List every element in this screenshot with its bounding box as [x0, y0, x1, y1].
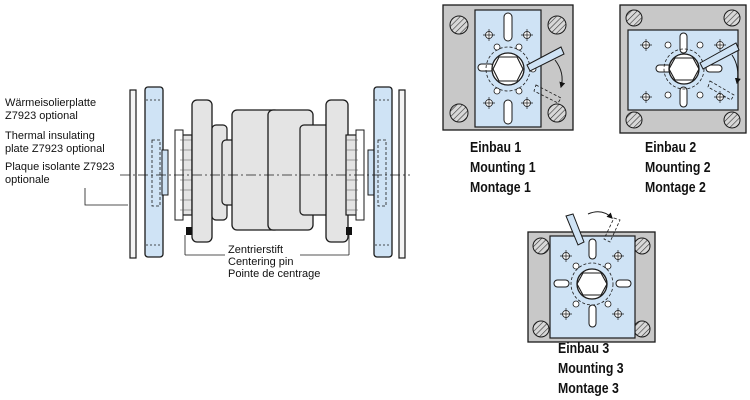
side-view-assembly — [84, 86, 410, 259]
centering-pin-label-de: Zentrierstift — [228, 244, 284, 256]
mounting-1-view — [442, 4, 574, 131]
right-clamping-plate — [373, 86, 393, 258]
centering-pin-left — [186, 227, 192, 235]
insulating-plate-label-en-2: plate Z7923 optional — [5, 143, 105, 155]
left-mold-half — [191, 99, 213, 243]
centering-pin-label-en: Centering pin — [228, 256, 294, 268]
mounting-2-label-de: Einbau 2 — [645, 139, 697, 156]
mounting-2-label-en: Mounting 2 — [645, 159, 711, 176]
insulating-plate-label-fr: Plaque isolante Z7923 — [5, 161, 115, 173]
mounting-3-label-fr: Montage 3 — [558, 380, 619, 397]
centering-pin-label-fr: Pointe de centrage — [228, 268, 321, 280]
left-insulating-plate — [129, 89, 137, 259]
right-insulating-plate — [398, 89, 406, 259]
mounting-3-label-de: Einbau 3 — [558, 340, 610, 357]
mounting-1-label-fr: Montage 1 — [470, 179, 531, 196]
centering-pin-right — [346, 227, 352, 235]
mounting-3-label-en: Mounting 3 — [558, 360, 624, 377]
insulating-plate-label-fr-2: optionale — [5, 174, 50, 186]
mounting-2-view — [619, 4, 747, 134]
insulating-plate-label-en: Thermal insulating — [5, 130, 95, 142]
mounting-2-label-fr: Montage 2 — [645, 179, 706, 196]
right-mold-half — [325, 99, 349, 243]
mounting-3-view — [527, 211, 656, 343]
mounting-1-label-en: Mounting 1 — [470, 159, 536, 176]
insulating-plate-label-de: Wärmeisolierplatte — [5, 97, 97, 109]
mounting-1-label-de: Einbau 1 — [470, 139, 522, 156]
insulating-plate-leader — [84, 188, 128, 206]
insulating-plate-label-de-2: Z7923 optional — [5, 110, 78, 122]
